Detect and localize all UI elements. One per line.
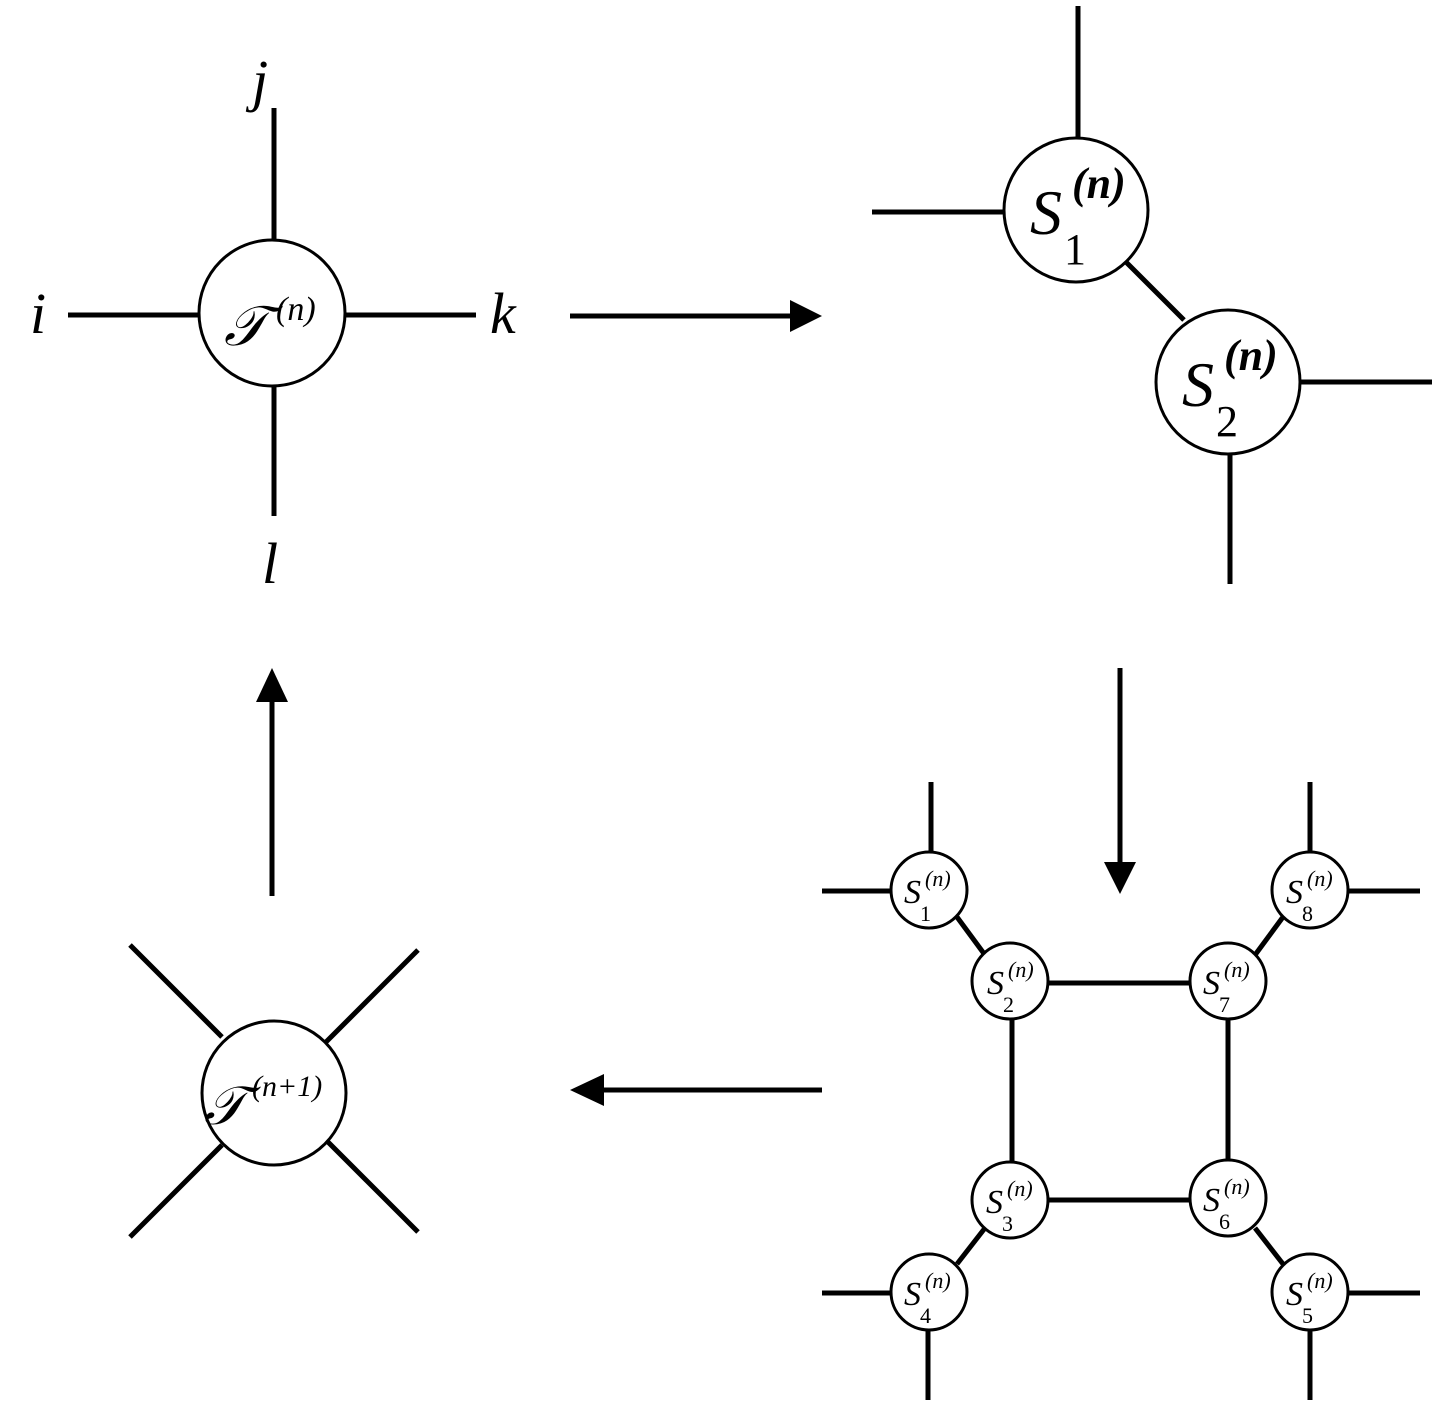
tensor-n1-leg-ll bbox=[128, 1143, 224, 1239]
tensor-n1-superscript: (n+1) bbox=[252, 1070, 322, 1103]
plaquette-node-s6: S (n) 6 bbox=[1188, 1158, 1268, 1238]
plaquette-s5-sup: (n) bbox=[1307, 1268, 1333, 1293]
arrow-up bbox=[256, 668, 288, 896]
plaquette-s5-base: S bbox=[1286, 1276, 1303, 1313]
tensor-n-superscript: (n) bbox=[276, 291, 316, 328]
plaquette-node-s8: S (n) 8 bbox=[1270, 850, 1350, 930]
bond-s7-s8 bbox=[1252, 915, 1286, 957]
plaquette-s5-sub: 5 bbox=[1302, 1303, 1313, 1328]
split-s2-sub: 2 bbox=[1216, 397, 1238, 446]
plaquette-s4-sub: 4 bbox=[920, 1303, 931, 1328]
split-s1-base: S bbox=[1030, 177, 1062, 248]
plaquette-s7-sub: 7 bbox=[1219, 992, 1230, 1017]
arrow-left bbox=[570, 1074, 822, 1106]
plaquette-s1-sub: 1 bbox=[920, 901, 931, 926]
plaquette-node-s1: S (n) 1 bbox=[889, 850, 969, 930]
tensor-n1-leg-ul bbox=[128, 943, 224, 1039]
tensor-n-group: 𝒯 (n) j i k l bbox=[30, 48, 517, 596]
split-s2-base: S bbox=[1182, 349, 1214, 420]
s1-s2-bond bbox=[1124, 260, 1186, 322]
split-node-s2 bbox=[1154, 308, 1302, 456]
plaquette-node-s4: S (n) 4 bbox=[889, 1252, 969, 1332]
plaquette-s8-base: S bbox=[1286, 874, 1303, 911]
tensor-n1-leg-lr bbox=[324, 1138, 420, 1234]
plaquette-s3-base: S bbox=[986, 1184, 1003, 1221]
arrow-right-head bbox=[790, 300, 822, 332]
plaquette-node-s5: S (n) 5 bbox=[1270, 1252, 1350, 1332]
split-node-s1 bbox=[1002, 136, 1150, 284]
tensor-n1-node bbox=[200, 1019, 348, 1167]
plaquette-s1-base: S bbox=[904, 874, 921, 911]
arrow-down bbox=[1104, 668, 1136, 894]
plaquette-s8-sub: 8 bbox=[1302, 901, 1313, 926]
plaquette-s8-sup: (n) bbox=[1307, 866, 1333, 891]
plaquette-s4-base: S bbox=[904, 1276, 921, 1313]
bond-s6-s5 bbox=[1253, 1226, 1285, 1266]
plaquette-s4-sup: (n) bbox=[925, 1268, 951, 1293]
plaquette-s2-base: S bbox=[987, 965, 1004, 1002]
tensor-n1-leg-ur bbox=[324, 948, 420, 1044]
index-k-label: k bbox=[490, 281, 517, 346]
plaquette-s3-sup: (n) bbox=[1007, 1176, 1033, 1201]
index-j-label: j bbox=[245, 48, 268, 113]
split-pair-group: S (n) 1 S (n) 2 bbox=[872, 6, 1432, 584]
plaquette-s7-base: S bbox=[1203, 965, 1220, 1002]
arrow-up-head bbox=[256, 668, 288, 702]
plaquette-s2-sup: (n) bbox=[1008, 957, 1034, 982]
bond-s3-s4 bbox=[955, 1226, 987, 1266]
plaquette-s6-base: S bbox=[1203, 1182, 1220, 1219]
plaquette-s7-sup: (n) bbox=[1224, 957, 1250, 982]
plaquette-s3-sub: 3 bbox=[1002, 1211, 1013, 1236]
plaquette-node-s7: S (n) 7 bbox=[1188, 941, 1268, 1021]
plaquette-s6-sup: (n) bbox=[1224, 1174, 1250, 1199]
tensor-n1-group: 𝒯 (n+1) bbox=[128, 943, 420, 1239]
bond-s1-s2 bbox=[954, 915, 988, 957]
index-l-label: l bbox=[262, 531, 278, 596]
arrow-left-head bbox=[570, 1074, 604, 1106]
plaquette-group: S (n) 1 S (n) 2 S (n) 3 S (n) 4 S (n) 5 bbox=[822, 782, 1420, 1400]
arrow-right bbox=[570, 300, 822, 332]
plaquette-node-s2: S (n) 2 bbox=[970, 941, 1050, 1021]
plaquette-s6-sub: 6 bbox=[1219, 1209, 1230, 1234]
plaquette-s1-sup: (n) bbox=[925, 866, 951, 891]
split-s1-sub: 1 bbox=[1064, 225, 1086, 274]
split-s1-sup: (n) bbox=[1072, 159, 1126, 208]
arrow-down-head bbox=[1104, 862, 1136, 894]
plaquette-node-s3: S (n) 3 bbox=[970, 1160, 1050, 1240]
tensor-n-node bbox=[197, 238, 347, 388]
index-i-label: i bbox=[30, 281, 46, 346]
split-s2-sup: (n) bbox=[1224, 331, 1278, 380]
plaquette-s2-sub: 2 bbox=[1003, 992, 1014, 1017]
